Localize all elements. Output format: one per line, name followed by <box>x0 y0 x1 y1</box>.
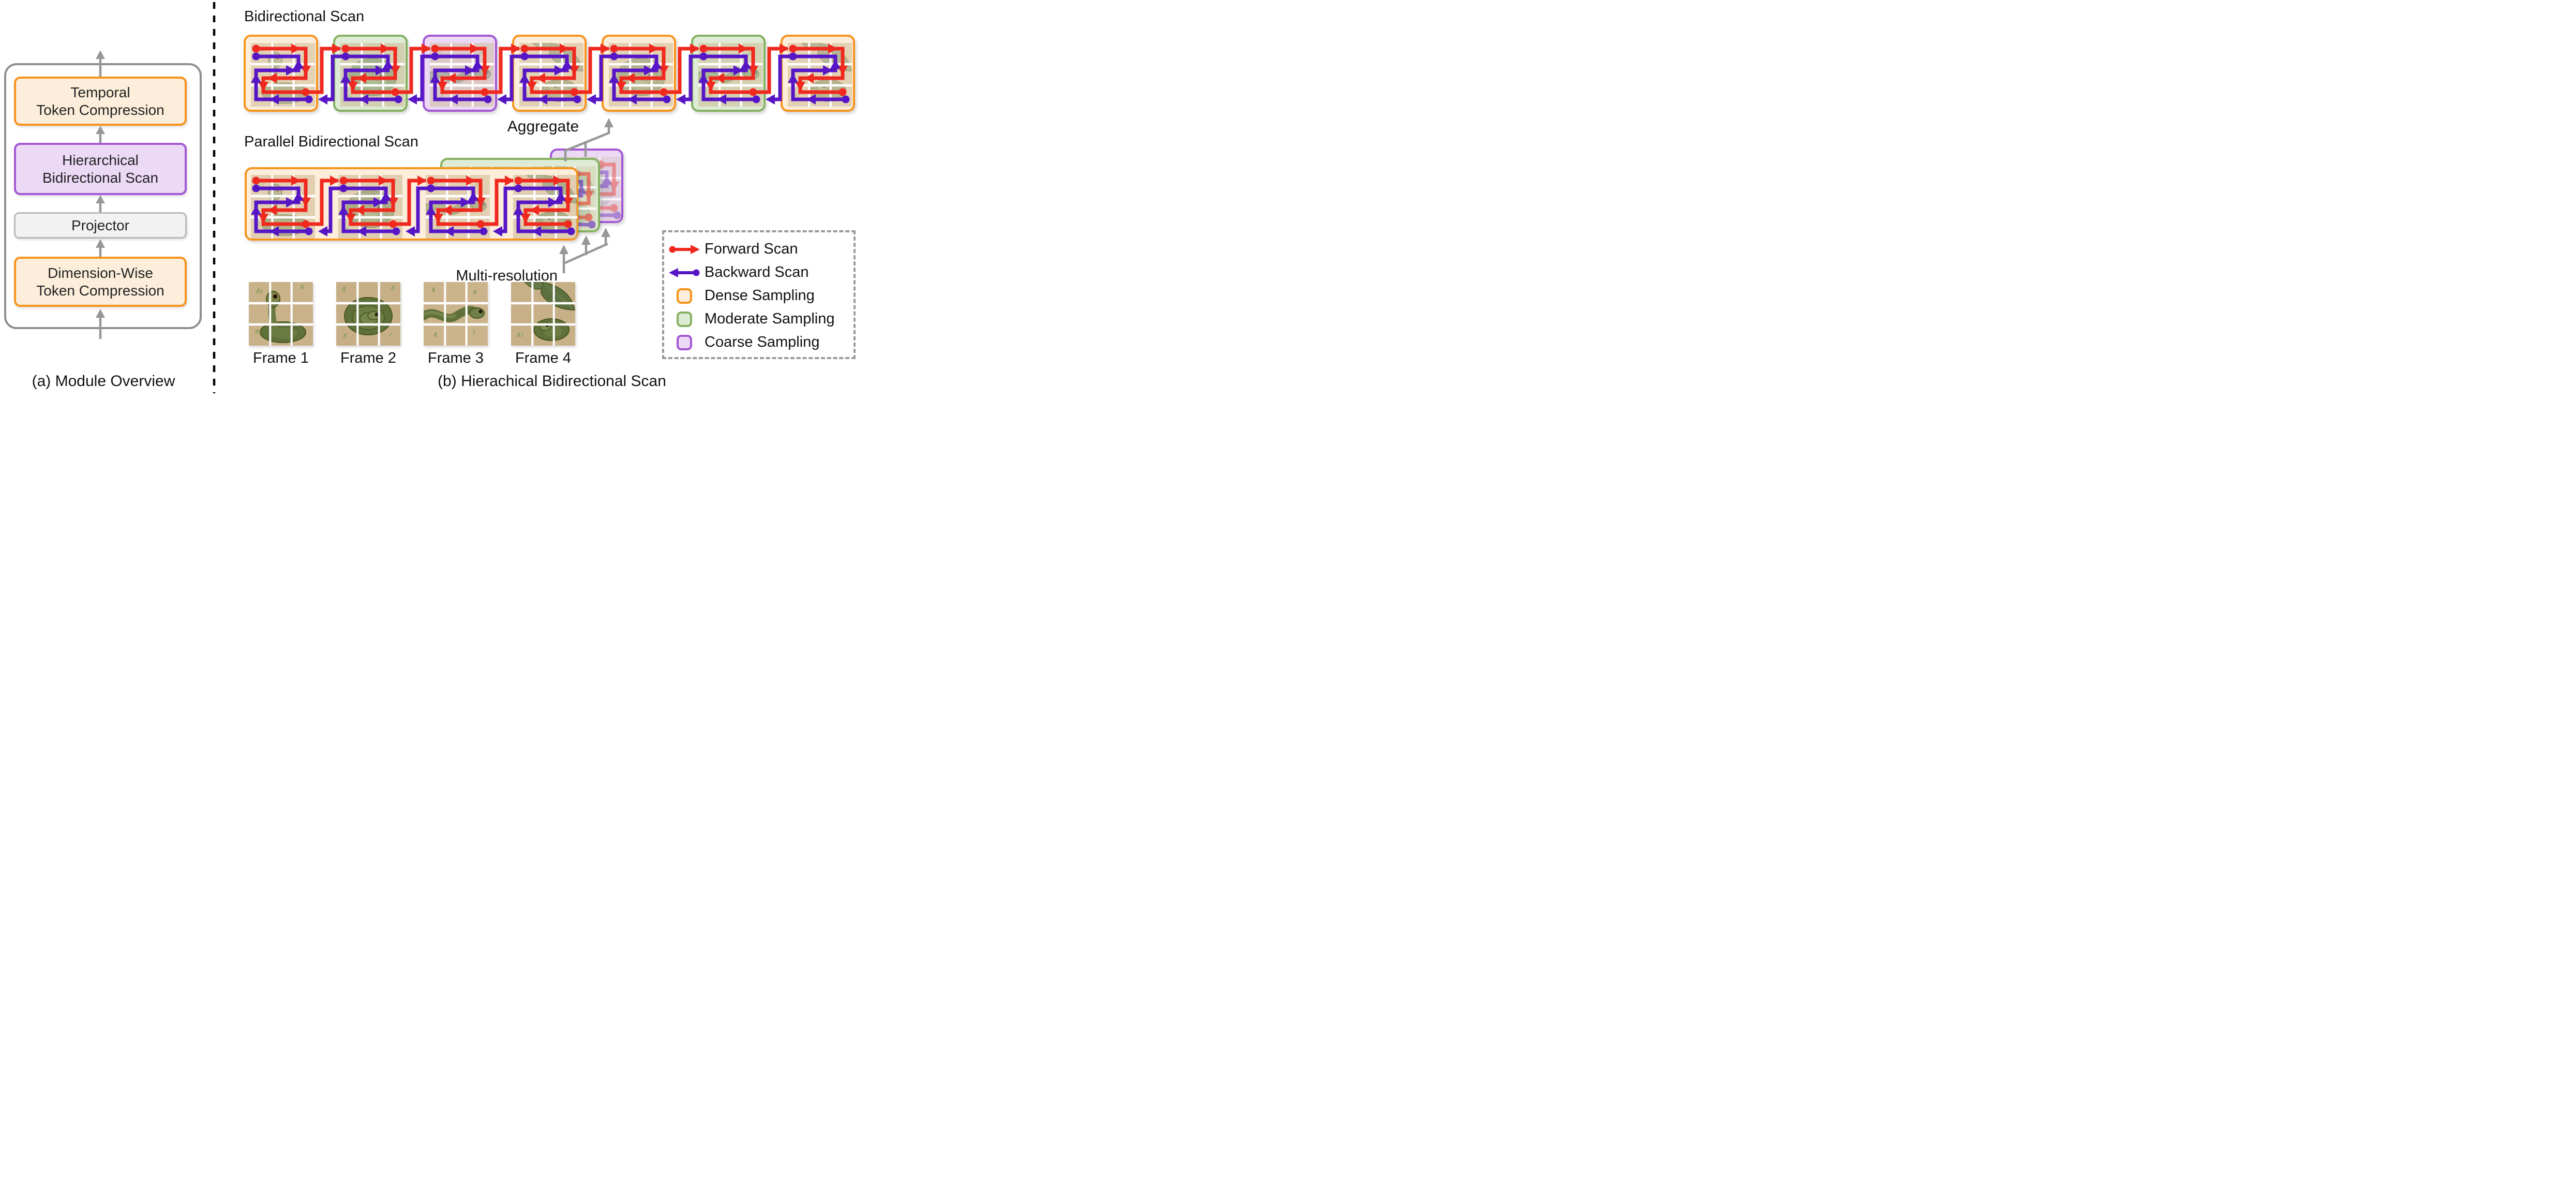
scan-frame-1 <box>244 35 318 112</box>
dimension-wise-token-compression-box: Dimension-Wise Token Compression <box>14 257 187 307</box>
scan-frame-2 <box>333 35 408 112</box>
legend: Forward Scan Backward Scan Dense Samplin… <box>662 230 856 359</box>
aggregate-label: Aggregate <box>507 118 579 135</box>
video-frame-2 <box>336 282 400 346</box>
forward-scan-icon <box>664 244 705 255</box>
box-label-line: Hierarchical <box>62 152 139 168</box>
hierarchical-bidirectional-scan-box: Hierarchical Bidirectional Scan <box>14 143 187 195</box>
figure-canvas: Temporal Token Compression Hierarchical … <box>0 0 859 395</box>
video-frame-4 <box>511 282 575 346</box>
legend-row-moderate: Moderate Sampling <box>664 307 853 331</box>
projector-box: Projector <box>14 212 187 239</box>
frame-label: Frame 4 <box>515 350 571 366</box>
legend-row-dense: Dense Sampling <box>664 284 853 307</box>
video-frame-1 <box>249 282 313 346</box>
parallel-scan-tile-4 <box>513 175 577 239</box>
parallel-scan-tile-3 <box>426 175 490 239</box>
scan-frame-3 <box>423 35 497 112</box>
multi-resolution-label: Multi-resolution <box>456 268 558 284</box>
box-label-line: Bidirectional Scan <box>42 169 159 186</box>
backward-scan-icon <box>664 267 705 278</box>
scan-frame-6 <box>691 35 766 112</box>
frame-label: Frame 1 <box>253 350 309 366</box>
video-frame-3 <box>424 282 488 346</box>
box-label-line: Token Compression <box>36 282 164 299</box>
legend-row-backward: Backward Scan <box>664 261 853 284</box>
legend-label: Forward Scan <box>705 241 798 257</box>
legend-label: Moderate Sampling <box>705 310 835 327</box>
parallel-bidirectional-scan-title: Parallel Bidirectional Scan <box>244 134 418 150</box>
dense-sampling-icon <box>664 288 705 304</box>
legend-row-coarse: Coarse Sampling <box>664 331 853 354</box>
legend-label: Backward Scan <box>705 264 809 280</box>
box-label-line: Token Compression <box>36 101 164 118</box>
moderate-sampling-icon <box>664 311 705 327</box>
box-label-line: Dimension-Wise <box>48 264 153 281</box>
temporal-token-compression-box: Temporal Token Compression <box>14 77 187 126</box>
parallel-scan-tile-1 <box>251 175 315 239</box>
frame-label: Frame 3 <box>428 350 484 366</box>
scan-frame-5 <box>602 35 676 112</box>
legend-row-forward: Forward Scan <box>664 238 853 261</box>
parallel-scan-tile-2 <box>338 175 402 239</box>
legend-label: Coarse Sampling <box>705 334 820 350</box>
scan-frame-4 <box>512 35 587 112</box>
scan-frame-7 <box>781 35 855 112</box>
bidirectional-scan-title: Bidirectional Scan <box>244 8 365 25</box>
box-label-line: Temporal <box>70 84 130 100</box>
dense-sampling-box <box>245 167 578 241</box>
legend-label: Dense Sampling <box>705 287 815 304</box>
box-label-line: Projector <box>71 217 130 233</box>
coarse-sampling-icon <box>664 334 705 350</box>
caption-module-overview: (a) Module Overview <box>32 373 175 390</box>
frame-label: Frame 2 <box>340 350 396 366</box>
caption-hierachical-bidirectional-scan: (b) Hierachical Bidirectional Scan <box>438 373 666 390</box>
